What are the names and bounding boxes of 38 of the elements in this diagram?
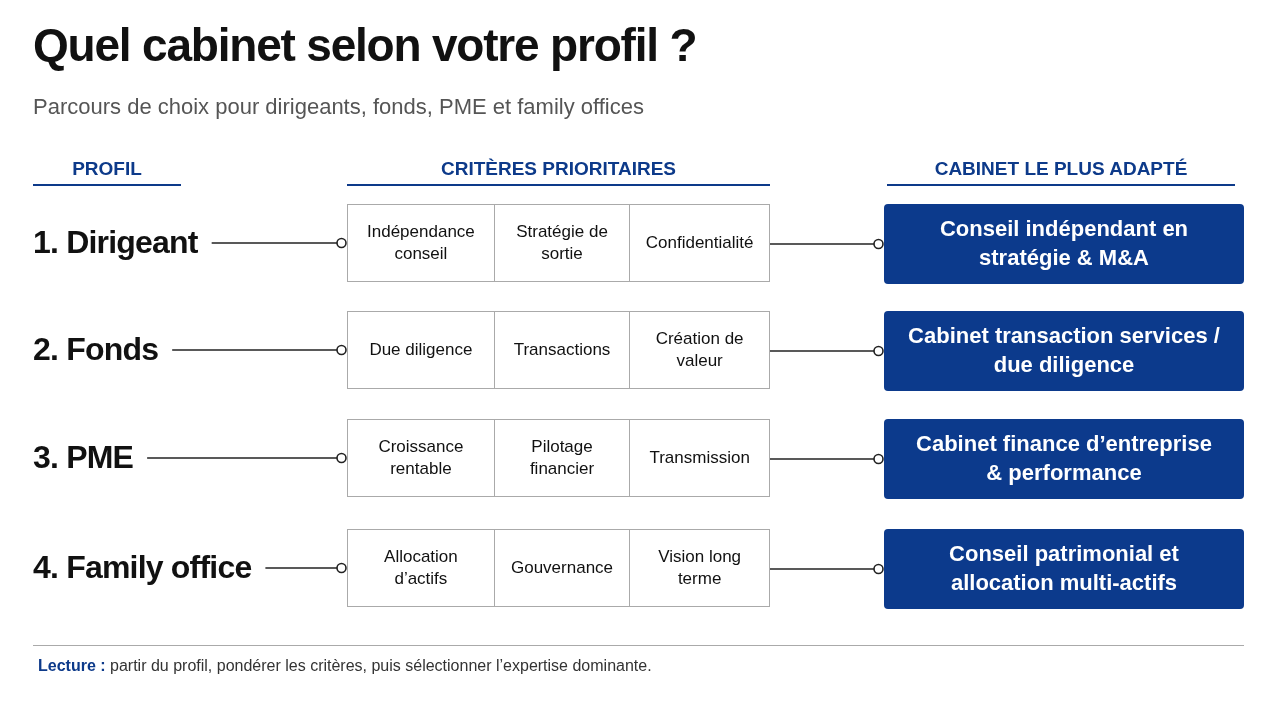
criteria-text: Croissance rentable xyxy=(377,435,465,480)
criteria-text: Transmission xyxy=(649,446,750,469)
recommendation-box: Conseil patrimonial et allocation multi-actifs xyxy=(884,529,1244,609)
profile-label: 3. PME xyxy=(33,438,134,476)
connector-line xyxy=(769,345,884,357)
profile-label: 2. Fonds xyxy=(33,330,159,368)
profile-label: 4. Family office xyxy=(33,548,252,586)
recommendation-box: Cabinet finance d’entreprise & performance xyxy=(884,419,1244,499)
connector-line xyxy=(264,562,347,574)
criteria-text: Stratégie de sortie xyxy=(515,220,609,265)
criteria-text: Due diligence xyxy=(369,338,473,361)
title: Quel cabinet selon votre profil ? xyxy=(33,18,697,72)
criteria-text: Création de valeur xyxy=(654,327,745,372)
column-header: PROFIL xyxy=(33,158,181,186)
criteria-box xyxy=(347,419,770,497)
profile-label: 1. Dirigeant xyxy=(33,223,198,261)
criteria-text: Indépendance conseil xyxy=(366,220,476,265)
criteria-text: Allocation d’actifs xyxy=(383,545,459,590)
criteria-box xyxy=(347,204,770,282)
connector-line xyxy=(171,344,347,356)
criteria-text: Confidentialité xyxy=(645,231,754,254)
criteria-text: Gouvernance xyxy=(510,556,614,579)
criteria-text: Transactions xyxy=(513,338,611,361)
criteria-text: Vision long terme xyxy=(657,545,743,590)
connector-line xyxy=(769,238,884,250)
column-header: CRITÈRES PRIORITAIRES xyxy=(347,158,770,186)
criteria-box xyxy=(347,311,770,389)
reading-note: Lecture : partir du profil, pondérer les critères, puis sélectionner l’expertise dominante. xyxy=(38,657,652,675)
connector-line xyxy=(210,237,347,249)
subtitle: Parcours de choix pour dirigeants, fonds, PME et family offices xyxy=(33,94,644,120)
connector-line xyxy=(146,452,347,464)
connector-line xyxy=(769,563,884,575)
connector-line xyxy=(769,453,884,465)
recommendation-box: Conseil indépendant en stratégie & M&A xyxy=(884,204,1244,284)
column-header: CABINET LE PLUS ADAPTÉ xyxy=(887,158,1235,186)
recommendation-box: Cabinet transaction services / due diligence xyxy=(884,311,1244,391)
criteria-text: Pilotage financier xyxy=(528,435,596,480)
criteria-box xyxy=(347,529,770,607)
